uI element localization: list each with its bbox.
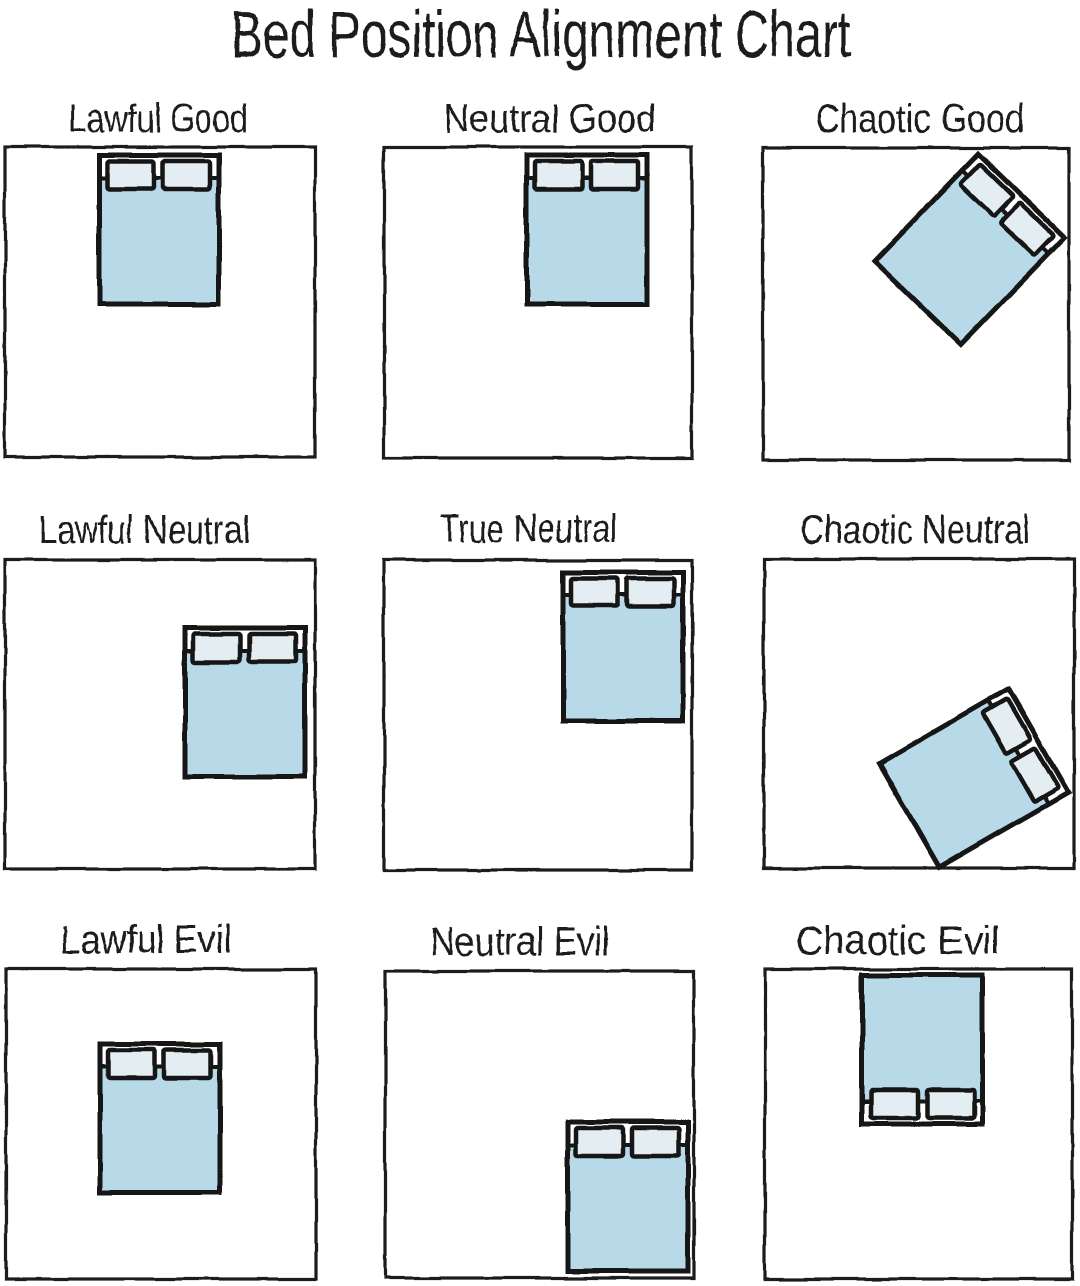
- svg-text:Chaotic Evil: Chaotic Evil: [795, 919, 1000, 963]
- svg-text:Chaotic Neutral: Chaotic Neutral: [800, 508, 1030, 552]
- svg-text:Lawful Evil: Lawful Evil: [60, 918, 232, 962]
- svg-text:Bed Position Alignment Chart: Bed Position Alignment Chart: [231, 0, 851, 71]
- svg-text:Lawful Neutral: Lawful Neutral: [38, 508, 250, 552]
- svg-text:Neutral Evil: Neutral Evil: [430, 920, 610, 964]
- svg-text:Neutral Good: Neutral Good: [444, 97, 656, 141]
- svg-text:Lawful Good: Lawful Good: [69, 97, 248, 141]
- svg-text:True Neutral: True Neutral: [440, 507, 617, 551]
- svg-text:Chaotic Good: Chaotic Good: [815, 97, 1024, 141]
